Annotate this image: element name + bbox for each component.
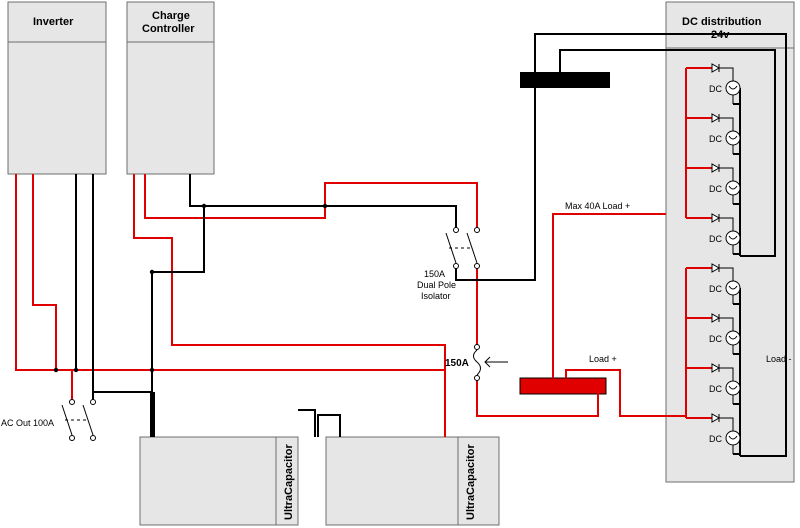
positive-wiring: [15, 174, 686, 437]
load-plus-label: Load +: [589, 354, 617, 364]
ac-out-label: AC Out 100A: [1, 418, 54, 428]
junction-dots: [53, 203, 328, 373]
breaker-arc: [728, 235, 738, 240]
dc-slot-label: DC: [709, 284, 722, 294]
ultracapacitor-2: UltraCapacitor: [325, 436, 500, 526]
breaker-icon: [725, 230, 741, 246]
battery-lead: [150, 392, 155, 437]
max-load-label: Max 40A Load +: [565, 201, 630, 211]
breaker-arc: [728, 335, 738, 340]
diode-icon: [711, 63, 721, 73]
isolator-label-2: Dual Pole: [417, 280, 456, 290]
ultracapacitor-2-label: UltraCapacitor: [465, 443, 477, 520]
ultracapacitor-1-label: UltraCapacitor: [283, 443, 295, 520]
diode-icon: [711, 313, 721, 323]
charge-controller-box: Charge Controller: [126, 1, 215, 175]
fuse-label: 150A: [445, 358, 469, 369]
breaker-lead: [719, 167, 734, 181]
breaker-lead: [719, 67, 734, 81]
dc-circuits: DC DC DC DC DC DC DC DC: [685, 63, 741, 456]
charge-controller-label-1: Charge: [152, 10, 190, 22]
dc-slot-label: DC: [709, 434, 722, 444]
dual-pole-isolator: [445, 227, 480, 269]
breaker-icon: [725, 380, 741, 396]
breaker-icon: [725, 280, 741, 296]
positive-busbar: [519, 377, 607, 395]
breaker-arc: [728, 385, 738, 390]
breaker-lead: [719, 367, 734, 381]
breaker-lead: [719, 217, 734, 231]
breaker-lead: [719, 317, 734, 331]
breaker-icon: [725, 180, 741, 196]
dc-slot-label: DC: [709, 384, 722, 394]
charge-controller-label-2: Controller: [142, 23, 195, 35]
breaker-arc: [728, 435, 738, 440]
breaker-arc: [728, 185, 738, 190]
dc-slot-label: DC: [709, 234, 722, 244]
inverter-box: Inverter: [7, 1, 107, 175]
inverter-label: Inverter: [33, 16, 74, 28]
ac-out-switch: [61, 399, 96, 441]
fuse-150a: [473, 344, 508, 381]
diode-icon: [711, 113, 721, 123]
isolator-label-1: 150A: [424, 269, 445, 279]
diode-icon: [711, 213, 721, 223]
dc-distribution-label-1: DC distribution: [682, 16, 762, 28]
diode-icon: [711, 163, 721, 173]
load-minus-label: Load -: [766, 354, 792, 364]
breaker-icon: [725, 330, 741, 346]
dc-slot-label: DC: [709, 184, 722, 194]
breaker-lead: [719, 267, 734, 281]
negative-busbar: [520, 72, 610, 88]
ultracapacitor-1: UltraCapacitor: [139, 436, 299, 526]
isolator-label-3: Isolator: [421, 291, 451, 301]
breaker-lead: [719, 117, 734, 131]
dc-slot-label: DC: [709, 84, 722, 94]
breaker-arc: [728, 85, 738, 90]
diode-icon: [711, 363, 721, 373]
diode-icon: [711, 263, 721, 273]
breaker-icon: [725, 430, 741, 446]
dc-slot-label: DC: [709, 334, 722, 344]
dc-slot-label: DC: [709, 134, 722, 144]
breaker-arc: [728, 285, 738, 290]
breaker-icon: [725, 130, 741, 146]
breaker-arc: [728, 135, 738, 140]
breaker-lead: [719, 417, 734, 431]
breaker-icon: [725, 80, 741, 96]
diode-icon: [711, 413, 721, 423]
